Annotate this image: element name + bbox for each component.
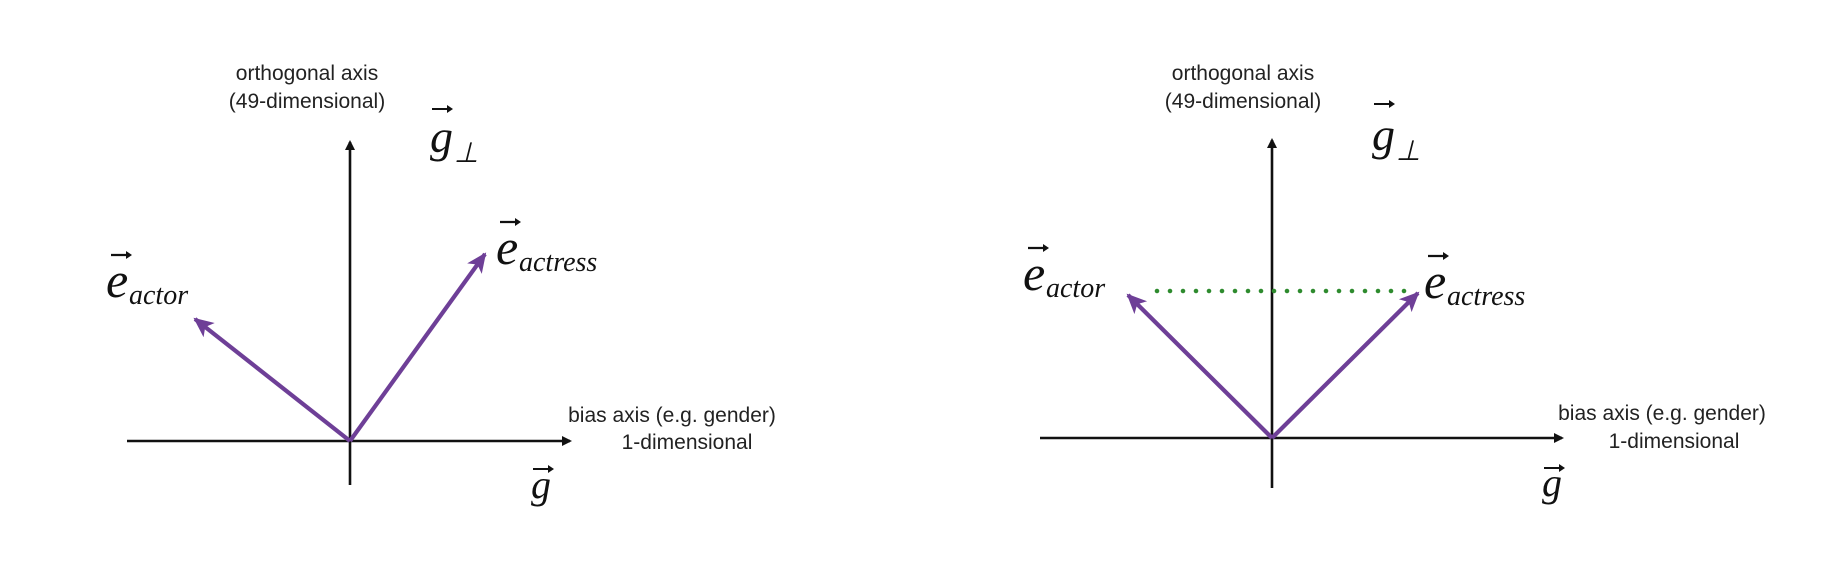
orthogonal-axis-label-line2: (49-dimensional) xyxy=(229,90,385,113)
g-perp-sub: ⊥ xyxy=(1396,136,1420,167)
g-perp-main: g xyxy=(430,111,453,162)
actor-vector xyxy=(193,317,352,443)
g-perp-sub: ⊥ xyxy=(454,138,478,169)
e-actor-sub: actor xyxy=(1046,273,1105,304)
g-vector-label: g xyxy=(1542,460,1565,505)
panel-right: orthogonal axis (49-dimensional) g ⊥ bia… xyxy=(1023,62,1766,505)
e-actress-sub: actress xyxy=(519,247,597,278)
e-actress-sub: actress xyxy=(1447,281,1525,312)
panel-left: orthogonal axis (49-dimensional) g ⊥ bia… xyxy=(106,62,776,507)
bias-axis-label-line1: bias axis (e.g. gender) xyxy=(1558,402,1766,425)
g-perp-vector-label: g ⊥ xyxy=(430,105,478,169)
bias-axis-label-line2: 1-dimensional xyxy=(1609,430,1740,453)
orthogonal-axis-label-line1: orthogonal axis xyxy=(236,62,378,85)
orthogonal-axis-label-line2: (49-dimensional) xyxy=(1165,90,1321,113)
e-actress-main: e xyxy=(496,219,518,275)
actor-vector xyxy=(1126,293,1274,440)
e-actor-label: e actor xyxy=(106,251,188,311)
g-perp-main: g xyxy=(1372,109,1395,160)
e-actress-label: e actress xyxy=(1424,252,1525,312)
bias-axis-label-line2: 1-dimensional xyxy=(622,431,753,454)
e-actor-label: e actor xyxy=(1023,244,1105,304)
e-actor-main: e xyxy=(1023,245,1045,301)
g-main: g xyxy=(1542,460,1562,505)
g-vector-label: g xyxy=(531,462,554,507)
e-actor-sub: actor xyxy=(129,280,188,311)
g-perp-vector-label: g ⊥ xyxy=(1372,100,1420,167)
bias-axis-label-line1: bias axis (e.g. gender) xyxy=(568,404,776,427)
orthogonal-axis-label-line1: orthogonal axis xyxy=(1172,62,1314,85)
e-actor-main: e xyxy=(106,252,128,308)
actress-vector xyxy=(348,252,487,443)
g-main: g xyxy=(531,462,551,507)
actress-vector xyxy=(1270,291,1420,440)
e-actress-label: e actress xyxy=(496,218,597,278)
e-actress-main: e xyxy=(1424,253,1446,309)
